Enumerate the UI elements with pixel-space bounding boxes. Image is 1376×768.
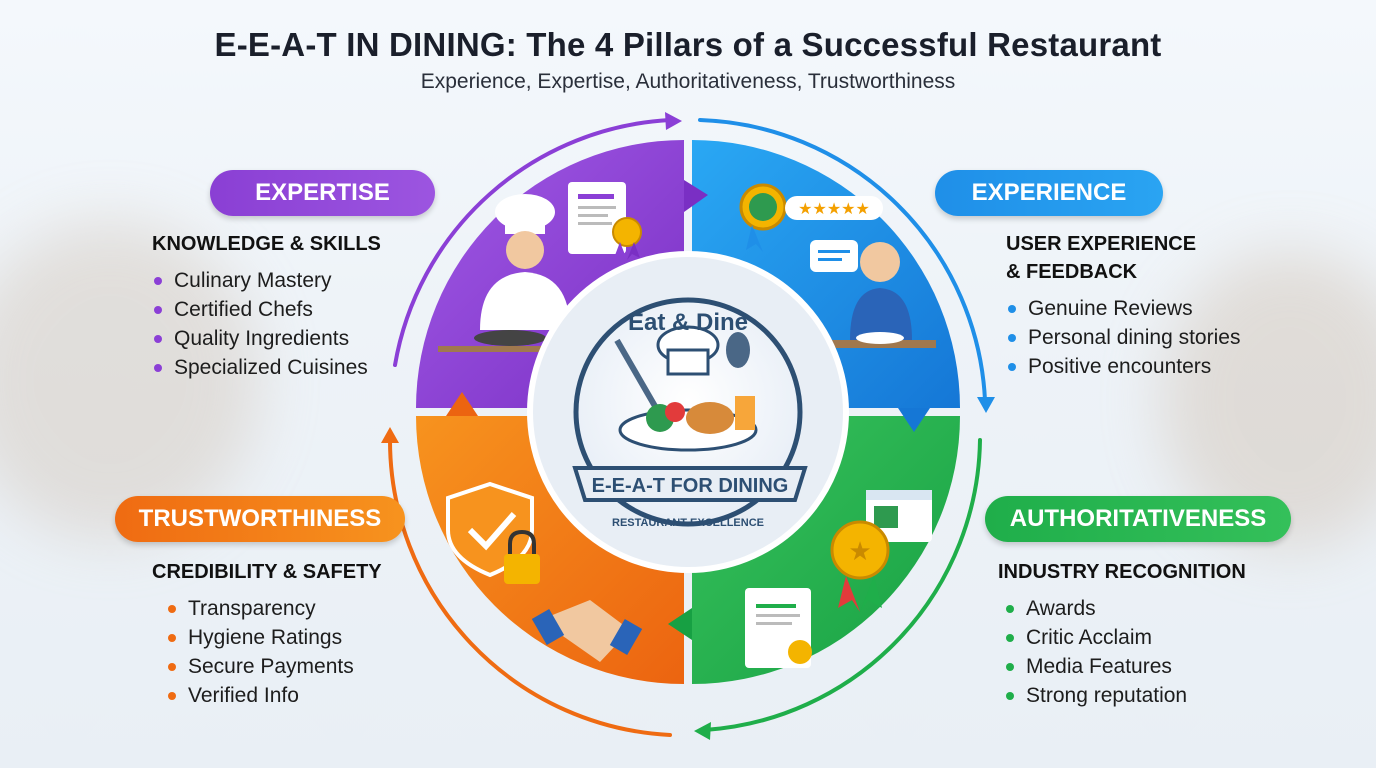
arrowhead-green xyxy=(694,722,711,740)
list-item: Transparency xyxy=(166,594,382,623)
browser-window-icon xyxy=(866,490,932,542)
page-subtitle: Experience, Expertise, Authoritativeness… xyxy=(420,70,956,93)
list-item: Culinary Mastery xyxy=(152,266,381,295)
list-item: Quality Ingredients xyxy=(152,324,381,353)
arrow-green-arc xyxy=(703,438,982,732)
notch-purple xyxy=(684,180,708,212)
fork-icon xyxy=(614,338,660,412)
handshake-icon xyxy=(531,600,643,662)
emblem-bottom-text: RESTAURANT EXCELLENCE xyxy=(612,517,764,529)
list-item: Verified Info xyxy=(166,681,382,710)
medal-icon xyxy=(612,217,642,260)
list-item: Hygiene Ratings xyxy=(166,623,382,652)
notch-blue xyxy=(898,408,930,432)
list-item: Personal dining stories xyxy=(1006,323,1240,352)
arrow-blue-arc xyxy=(698,118,987,402)
arrow-purple-arc xyxy=(393,118,672,367)
emblem-top-text: Eat & Dine xyxy=(628,309,748,336)
background-blur-left xyxy=(0,220,260,540)
chat-bubble-icon xyxy=(810,240,858,272)
diner-icon xyxy=(826,242,936,348)
spoon-icon xyxy=(726,332,750,368)
notch-orange xyxy=(446,392,478,416)
rating-badge-icon: ★★★★★ xyxy=(739,183,883,252)
food-plate-icon xyxy=(618,396,758,452)
label-authoritativeness: AUTHORITATIVENESS xyxy=(985,496,1291,542)
notch-green xyxy=(668,608,692,640)
padlock-icon xyxy=(504,529,540,584)
expertise-heading: KNOWLEDGE & SKILLS xyxy=(152,233,381,255)
list-item: Specialized Cuisines xyxy=(152,353,381,382)
authoritativeness-heading: INDUSTRY RECOGNITION xyxy=(998,561,1246,583)
arrowhead-blue xyxy=(977,397,995,413)
svg-text:★: ★ xyxy=(848,536,871,566)
experience-heading-line1: USER EXPERIENCE xyxy=(1006,233,1197,255)
list-item: Positive encounters xyxy=(1006,352,1240,381)
label-trustworthiness: TRUSTWORTHINESS xyxy=(115,496,405,542)
chef-hat-icon xyxy=(656,325,720,376)
center-emblem: Eat & Dine E-E-A-T FOR DINING RESTAURANT… xyxy=(527,251,849,573)
list-item: Awards xyxy=(1004,594,1246,623)
emblem-banner xyxy=(572,466,808,502)
svg-text:★★★★★: ★★★★★ xyxy=(798,201,870,218)
list-item: Critic Acclaim xyxy=(1004,623,1246,652)
experience-heading-line2: & FEEDBACK xyxy=(1006,261,1138,283)
authoritativeness-details: INDUSTRY RECOGNITION Awards Critic Accla… xyxy=(998,558,1246,710)
label-expertise: EXPERTISE xyxy=(210,170,435,216)
label-experience: EXPERIENCE xyxy=(935,170,1163,216)
chef-icon xyxy=(438,194,570,352)
authoritativeness-list: Awards Critic Acclaim Media Features Str… xyxy=(1004,594,1246,710)
list-item: Secure Payments xyxy=(166,652,382,681)
arrowhead-orange xyxy=(381,427,399,443)
certificate-icon xyxy=(745,588,812,668)
trustworthiness-list: Transparency Hygiene Ratings Secure Paym… xyxy=(166,594,382,710)
arrowhead-purple xyxy=(665,112,682,130)
trustworthiness-details: CREDIBILITY & SAFETY Transparency Hygien… xyxy=(152,558,382,710)
certificate-icon xyxy=(568,182,626,254)
expertise-details: KNOWLEDGE & SKILLS Culinary Mastery Cert… xyxy=(152,230,381,382)
trustworthiness-heading: CREDIBILITY & SAFETY xyxy=(152,561,382,583)
experience-list: Genuine Reviews Personal dining stories … xyxy=(1006,294,1240,381)
list-item: Strong reputation xyxy=(1004,681,1246,710)
expertise-list: Culinary Mastery Certified Chefs Quality… xyxy=(152,266,381,382)
list-item: Genuine Reviews xyxy=(1006,294,1240,323)
list-item: Media Features xyxy=(1004,652,1246,681)
page-title: E-E-A-T IN DINING: The 4 Pillars of a Su… xyxy=(214,26,1162,63)
award-medal-icon: ★ xyxy=(830,520,890,612)
list-item: Certified Chefs xyxy=(152,295,381,324)
experience-details: USER EXPERIENCE & FEEDBACK Genuine Revie… xyxy=(1006,230,1240,381)
emblem-banner-text: E-E-A-T FOR DINING xyxy=(592,475,789,497)
